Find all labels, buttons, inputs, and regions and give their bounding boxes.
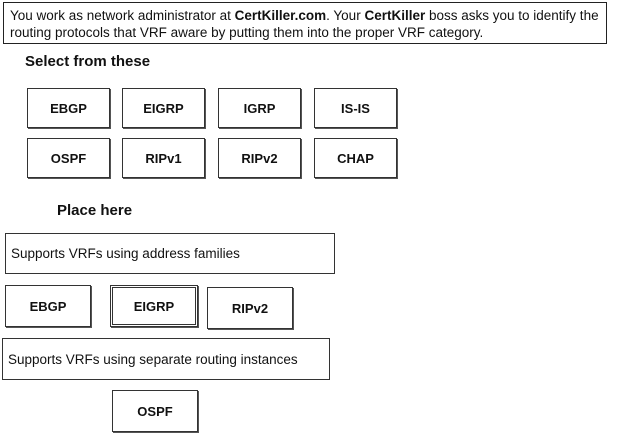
zone-label-address-families: Supports VRFs using address families xyxy=(11,246,240,261)
tile-is-is[interactable]: IS-IS xyxy=(314,88,397,128)
question-text-3: boss asks you to identify the routing pr… xyxy=(10,8,599,40)
tile-ospf[interactable]: OSPF xyxy=(27,138,110,178)
question-brand-1: CertKiller.com xyxy=(234,8,327,23)
tile-ripv2[interactable]: RIPv2 xyxy=(218,138,301,178)
tile-eigrp[interactable]: EIGRP xyxy=(122,88,205,128)
drop-zone-separate-instances[interactable]: Supports VRFs using separate routing ins… xyxy=(2,338,330,380)
question-text-1: You work as network administrator at xyxy=(10,8,235,23)
zone-label-separate-instances: Supports VRFs using separate routing ins… xyxy=(8,351,298,367)
tile-chap[interactable]: CHAP xyxy=(314,138,397,178)
placed-eigrp[interactable]: EIGRP xyxy=(110,285,198,327)
tile-igrp[interactable]: IGRP xyxy=(218,88,301,128)
placed-ebgp[interactable]: EBGP xyxy=(5,285,91,327)
place-heading: Place here xyxy=(57,202,133,219)
placed-ripv2[interactable]: RIPv2 xyxy=(207,287,293,329)
question-brand-2: CertKiller xyxy=(364,8,426,23)
select-heading: Select from these xyxy=(25,53,151,70)
placed-ospf[interactable]: OSPF xyxy=(112,390,198,432)
tile-ripv1[interactable]: RIPv1 xyxy=(122,138,205,178)
question-box: You work as network administrator at Cer… xyxy=(3,2,607,44)
drop-zone-address-families[interactable]: Supports VRFs using address families xyxy=(5,233,335,274)
tile-ebgp[interactable]: EBGP xyxy=(27,88,110,128)
question-text-2: . Your xyxy=(326,8,365,23)
